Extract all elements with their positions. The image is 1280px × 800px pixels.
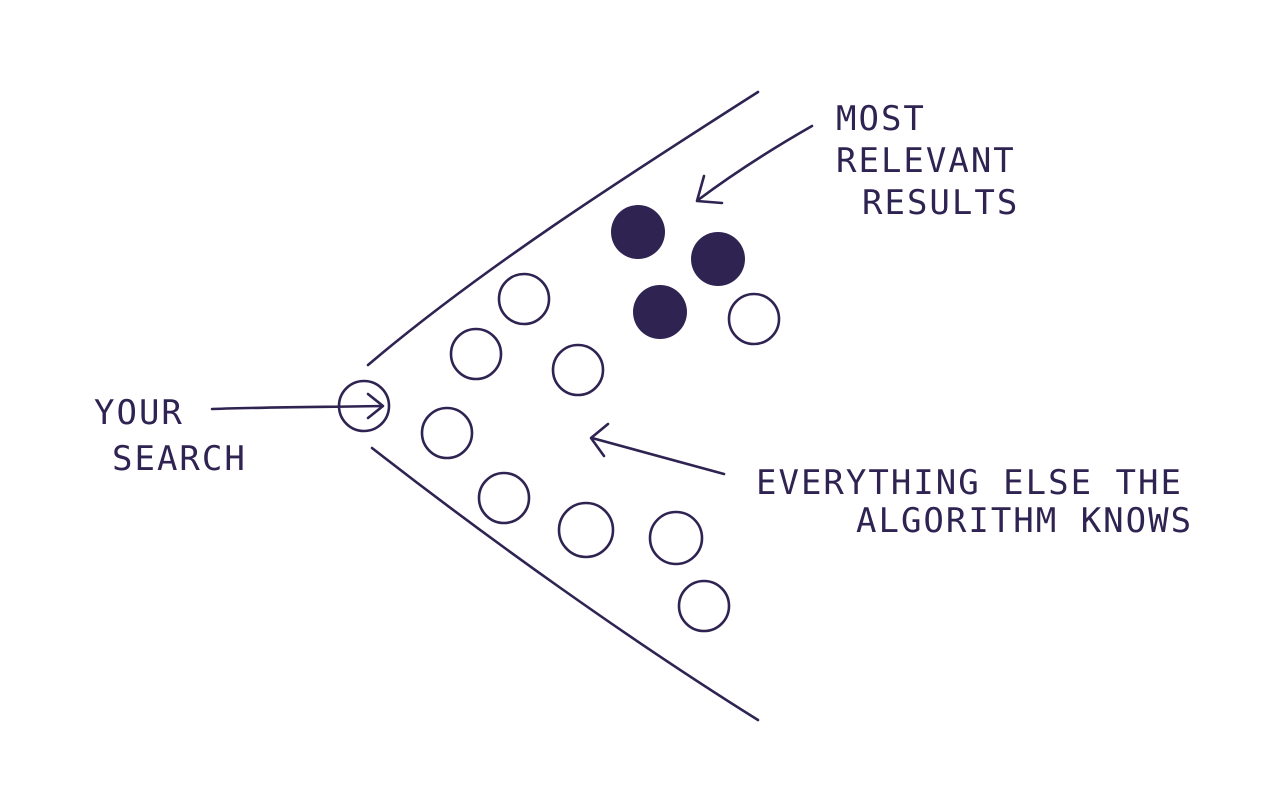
- your-search-label: YOUR SEARCH: [94, 393, 247, 479]
- most-relevant-line-1: MOST: [836, 99, 926, 139]
- everything-else-line-2: ALGORITHM KNOWS: [856, 501, 1193, 541]
- your-search-line-1: YOUR: [94, 393, 184, 433]
- everything-else-line-1: EVERYTHING ELSE THE: [756, 463, 1183, 503]
- most-relevant-line-3: RESULTS: [862, 183, 1019, 223]
- other-result-dot: [727, 292, 781, 346]
- most-relevant-arrow: [695, 124, 814, 205]
- your-search-line-2: SEARCH: [112, 439, 247, 479]
- other-result-dot: [677, 579, 731, 633]
- relevant-result-dot: [691, 232, 745, 286]
- other-result-dot: [648, 510, 704, 566]
- relevant-result-dot: [611, 205, 665, 259]
- other-result-dot: [477, 471, 531, 525]
- other-results: [420, 272, 781, 633]
- other-result-dot: [449, 327, 503, 381]
- most-relevant-label: MOST RELEVANT RESULTS: [836, 99, 1038, 223]
- other-result-dot: [551, 343, 605, 397]
- funnel-upper-edge: [366, 90, 760, 367]
- other-result-dot: [557, 501, 615, 559]
- most-relevant-results: [611, 205, 745, 339]
- everything-else-arrow: [589, 422, 726, 476]
- other-result-dot: [420, 406, 474, 460]
- funnel-lower-edge: [370, 446, 760, 722]
- relevant-result-dot: [633, 285, 687, 339]
- everything-else-label: EVERYTHING ELSE THE ALGORITHM KNOWS: [756, 463, 1205, 541]
- most-relevant-line-2: RELEVANT: [836, 141, 1016, 181]
- other-result-dot: [497, 272, 551, 326]
- your-search-arrow: [210, 392, 385, 420]
